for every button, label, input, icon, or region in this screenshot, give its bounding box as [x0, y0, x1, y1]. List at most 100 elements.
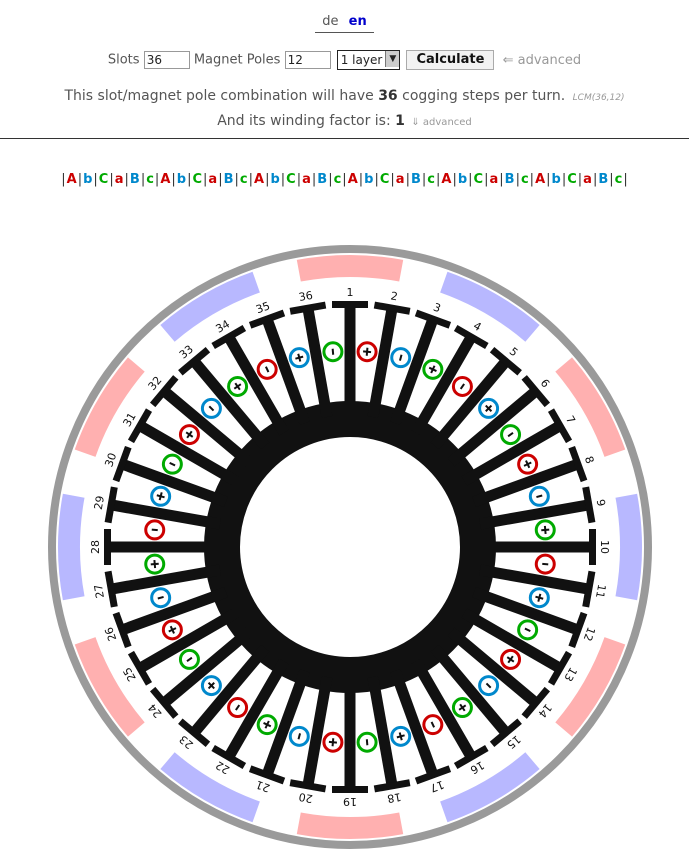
sequence-letter: A: [160, 172, 171, 187]
marker-bar: [398, 732, 403, 741]
sequence-letter: b: [176, 172, 187, 187]
sequence-separator: |: [248, 172, 253, 187]
stator-tooth: 1: [332, 286, 368, 415]
tooth-body: [110, 564, 221, 595]
magnet-red: [296, 812, 404, 839]
marker-bar: [536, 494, 543, 499]
magnet-red: [296, 254, 404, 282]
slot-number: 22: [213, 758, 232, 776]
sequence-separator: |: [154, 172, 160, 187]
sequence-separator: |: [515, 172, 520, 187]
minus-icon: [264, 366, 270, 373]
sequence-separator: |: [561, 172, 567, 187]
sequence-letter: a: [583, 172, 592, 187]
stator-tooth: 13: [461, 608, 580, 686]
sequence-letter: c: [427, 172, 435, 187]
tooth-shoe: [211, 744, 247, 770]
tooth-shoe: [289, 301, 327, 315]
stator-tooth: 8: [472, 445, 596, 508]
minus-icon: [430, 721, 436, 728]
sequence-separator: |: [109, 172, 114, 187]
slot-number: 29: [92, 495, 107, 511]
slot-number: 3: [432, 301, 443, 316]
tooth-shoe: [127, 650, 153, 686]
stator-tooth: 21: [248, 669, 311, 795]
sequence-separator: |: [623, 172, 628, 187]
slot-number: 5: [507, 345, 521, 359]
tooth-shoe: [453, 744, 489, 770]
sequence-separator: |: [358, 172, 364, 187]
sequence-letter: c: [146, 172, 154, 187]
sequence-separator: |: [187, 172, 192, 187]
tooth-body: [224, 334, 289, 436]
minus-icon: [157, 595, 164, 600]
layer-select[interactable]: 1 layer▼: [336, 50, 401, 70]
slot-number: 31: [120, 410, 138, 429]
advanced-winding-link[interactable]: ⇓ advanced: [411, 117, 472, 128]
tooth-body: [447, 387, 539, 467]
marker-bar: [507, 432, 514, 438]
sequence-separator: |: [296, 172, 302, 187]
stator-tooth: 2: [367, 289, 411, 418]
marker-bar: [169, 461, 176, 467]
tooth-shoe: [414, 765, 452, 785]
tooth-shoe: [104, 570, 118, 608]
magnet-blue: [440, 752, 540, 823]
tooth-body: [430, 358, 510, 450]
marker-bar: [365, 739, 369, 746]
sequence-separator: |: [609, 172, 614, 187]
tooth-body: [161, 627, 253, 707]
lang-en-link[interactable]: en: [348, 14, 367, 29]
tooth-body: [447, 627, 539, 707]
sequence-letter: B: [504, 172, 515, 187]
tooth-body: [137, 421, 239, 486]
sequence-letter: C: [192, 172, 203, 187]
stator-tooth: 9: [479, 486, 608, 530]
winding-info: And its winding factor is: 1 ⇓ advanced: [0, 113, 689, 129]
tooth-shoe: [104, 486, 118, 524]
magnet-red: [555, 357, 626, 457]
slot-number: 12: [581, 625, 598, 643]
sequence-separator: |: [218, 172, 223, 187]
marker-bar: [398, 354, 403, 361]
language-switcher: de en: [0, 14, 689, 33]
tooth-shoe: [547, 408, 573, 444]
plus-icon: [263, 720, 272, 729]
marker-bar: [331, 348, 335, 355]
slot-number: 16: [468, 758, 487, 776]
tooth-shoe: [178, 346, 211, 376]
slot-number: 25: [120, 665, 138, 684]
tooth-shoe: [521, 375, 551, 408]
tooth-shoe: [582, 570, 596, 608]
sequence-letter: c: [614, 172, 623, 187]
marker-bar: [168, 627, 177, 633]
marker-bar: [151, 528, 158, 532]
sequence-letter: a: [208, 172, 218, 187]
tooth-body: [430, 644, 510, 736]
advanced-link[interactable]: ⇐ advanced: [502, 52, 582, 68]
tooth-body: [190, 644, 270, 736]
tooth-shoe: [373, 779, 411, 793]
plus-icon: [535, 593, 544, 602]
stator-tooth: 26: [102, 586, 228, 649]
tooth-body: [262, 669, 311, 777]
sequence-letter: c: [333, 172, 342, 187]
sequence-separator: |: [171, 172, 176, 187]
tooth-body: [120, 586, 228, 635]
cogging-text-post: cogging steps per turn.: [402, 88, 566, 104]
sequence-letter: C: [567, 172, 577, 187]
lcm-note: LCM(36,12): [572, 93, 625, 103]
lang-de-link[interactable]: de: [322, 14, 339, 29]
tooth-body: [472, 586, 580, 635]
poles-input[interactable]: [284, 51, 331, 69]
slot-number: 35: [254, 299, 272, 316]
slot-number: 2: [390, 289, 399, 303]
slots-input[interactable]: [143, 51, 190, 69]
sequence-separator: |: [140, 172, 146, 187]
marker-bar: [331, 738, 335, 747]
slot-number: 19: [343, 795, 357, 808]
minus-icon: [297, 733, 302, 740]
tooth-shoe: [589, 529, 596, 565]
minus-icon: [507, 432, 514, 438]
calculate-button[interactable]: Calculate: [406, 50, 495, 70]
